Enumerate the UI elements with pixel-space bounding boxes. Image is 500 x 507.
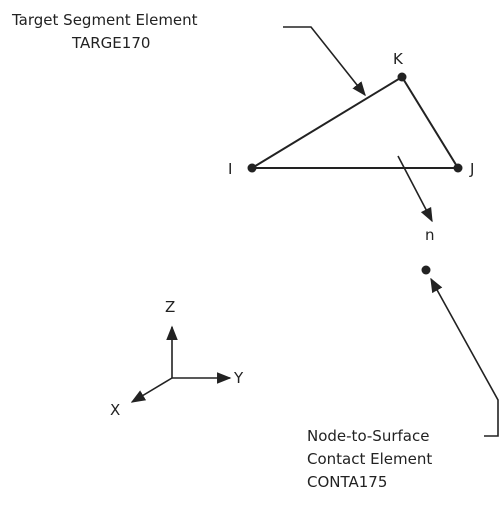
node-k-label: K: [393, 50, 403, 68]
node-j-dot: [453, 163, 463, 173]
normal-n-label: n: [425, 226, 435, 244]
contact-label-line2: Contact Element: [307, 450, 433, 468]
z-axis-label: Z: [165, 298, 176, 316]
contact-label-line1: Node-to-Surface: [307, 427, 430, 445]
edge-ki: [251, 76, 403, 169]
contact-node-dot: [421, 265, 431, 275]
target-leader: [283, 26, 366, 97]
target-label-line2: TARGE170: [72, 34, 151, 52]
node-i-dot: [247, 163, 257, 173]
x-axis-arrow: [130, 377, 173, 403]
normal-arrow: [397, 155, 433, 223]
contact-leader: [430, 277, 499, 437]
target-label-line1: Target Segment Element: [12, 11, 198, 29]
node-i-label: I: [228, 160, 233, 178]
y-axis-label: Y: [234, 369, 244, 387]
x-axis-label: X: [110, 401, 121, 419]
contact-label-line3: CONTA175: [307, 473, 388, 491]
edge-jk: [401, 76, 459, 169]
node-j-label: J: [470, 160, 475, 178]
node-k-dot: [397, 72, 407, 82]
